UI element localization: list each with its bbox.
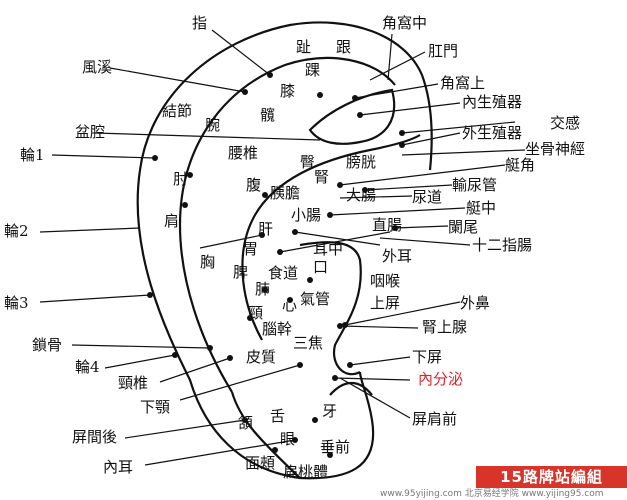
label-she: 舌 xyxy=(270,407,286,425)
label-fei: 肺 xyxy=(255,280,271,298)
label-lun4: 輪4 xyxy=(75,358,100,376)
label-zuogushenjing: 坐骨神經 xyxy=(525,140,586,158)
label-zhi: 指 xyxy=(192,14,208,32)
label-jiejie: 結節 xyxy=(162,102,193,120)
label-penqiang: 盆腔 xyxy=(75,123,106,141)
antihelix-outline xyxy=(241,134,421,341)
helix-outer-outline xyxy=(136,21,433,480)
label-gangmen: 肛門 xyxy=(428,42,459,60)
label-yidan: 胰膽 xyxy=(270,184,301,202)
label-ya: 牙 xyxy=(322,402,338,420)
label-dachang: 大腸 xyxy=(346,186,377,204)
concha-outline xyxy=(299,241,362,376)
footer-urls: www.95yijing.com 北京易经学院 www.yijing95.com xyxy=(380,489,604,499)
label-lun3: 輪3 xyxy=(4,294,29,312)
label-neifenmi: 內分泌 xyxy=(418,370,464,388)
label-shenshangxian: 腎上腺 xyxy=(422,318,468,336)
label-shuniaoguan: 輸尿管 xyxy=(452,176,498,194)
label-yan: 眼 xyxy=(280,430,296,448)
tragus-outline xyxy=(329,381,373,396)
label-xiaochang: 小腸 xyxy=(291,206,322,224)
label-qiguan: 氣管 xyxy=(300,290,331,308)
helix-inner-outline xyxy=(178,56,396,393)
label-kuan: 髖 xyxy=(260,106,276,124)
label-neier: 內耳 xyxy=(103,458,134,476)
label-tun: 臀 xyxy=(300,153,316,171)
label-fu: 腹 xyxy=(246,176,262,194)
label-erzhong: 耳中 xyxy=(313,240,344,258)
label-xiong: 胸 xyxy=(200,253,216,271)
label-suogu: 鎖骨 xyxy=(32,336,63,354)
label-wan: 腕 xyxy=(205,116,221,134)
label-pingjianqian: 屏肩前 xyxy=(412,410,458,428)
label-shen: 腎 xyxy=(314,168,330,186)
label-zhi-toe: 趾 xyxy=(296,38,312,56)
label-waier: 外耳 xyxy=(382,247,413,265)
label-chuiqian: 垂前 xyxy=(320,438,351,456)
label-shierzhichang: 十二指腸 xyxy=(472,236,533,254)
label-fengxi: 風溪 xyxy=(82,58,113,76)
label-e: 頷 xyxy=(238,414,254,432)
label-yanhou: 咽喉 xyxy=(370,272,401,290)
label-mianjia: 面頰 xyxy=(245,454,276,472)
label-wei: 胃 xyxy=(243,240,259,258)
label-xiaping: 下屏 xyxy=(412,348,443,366)
label-lun2: 輪2 xyxy=(4,222,29,240)
label-jingzhui: 頸椎 xyxy=(118,374,149,392)
label-naogan: 腦幹 xyxy=(262,320,293,338)
watermark-badge: 15路牌站編組 xyxy=(476,466,627,488)
label-tingzhong: 艇中 xyxy=(466,199,497,217)
label-jiaowozhong: 角窩中 xyxy=(382,14,428,32)
label-shidao: 食道 xyxy=(268,264,299,282)
label-waishengzhiqi: 外生殖器 xyxy=(462,124,523,142)
label-kou: 口 xyxy=(313,258,329,276)
label-zhichang: 直腸 xyxy=(372,216,403,234)
label-pizhi: 皮質 xyxy=(246,348,277,366)
label-ping-jian-hou: 屏間後 xyxy=(72,428,118,446)
label-biantaoti: 扁桃體 xyxy=(283,463,329,481)
label-shangping: 上屏 xyxy=(370,294,401,312)
label-xiae: 下顎 xyxy=(140,398,171,416)
label-jiaogan: 交感 xyxy=(550,114,581,132)
label-niaodao: 尿道 xyxy=(412,188,443,206)
label-gan: 肝 xyxy=(258,220,274,238)
label-zhou: 肘 xyxy=(173,170,189,188)
label-neishengzhiqi: 內生殖器 xyxy=(462,93,523,111)
label-yaozhui: 腰椎 xyxy=(228,144,259,162)
label-jing: 頸 xyxy=(248,304,264,322)
acupoint-dots xyxy=(147,72,405,458)
label-lun1: 輪1 xyxy=(20,146,45,164)
label-xin: 心 xyxy=(282,296,298,314)
label-jian: 肩 xyxy=(164,212,180,230)
label-lanwei: 闌尾 xyxy=(448,218,479,236)
label-pangguang: 膀胱 xyxy=(346,153,377,171)
label-huai: 踝 xyxy=(305,61,321,79)
label-waibi: 外鼻 xyxy=(460,294,491,312)
label-xi: 膝 xyxy=(280,82,296,100)
lobe-outline xyxy=(230,371,375,480)
triangular-fossa-outline xyxy=(308,88,396,145)
label-sanjiao: 三焦 xyxy=(293,334,324,352)
leader-lines xyxy=(39,29,526,466)
label-gen: 跟 xyxy=(336,38,352,56)
label-tingjiao: 艇角 xyxy=(505,156,536,174)
label-pi: 脾 xyxy=(233,263,249,281)
label-jiaowoshang: 角窩上 xyxy=(440,74,486,92)
